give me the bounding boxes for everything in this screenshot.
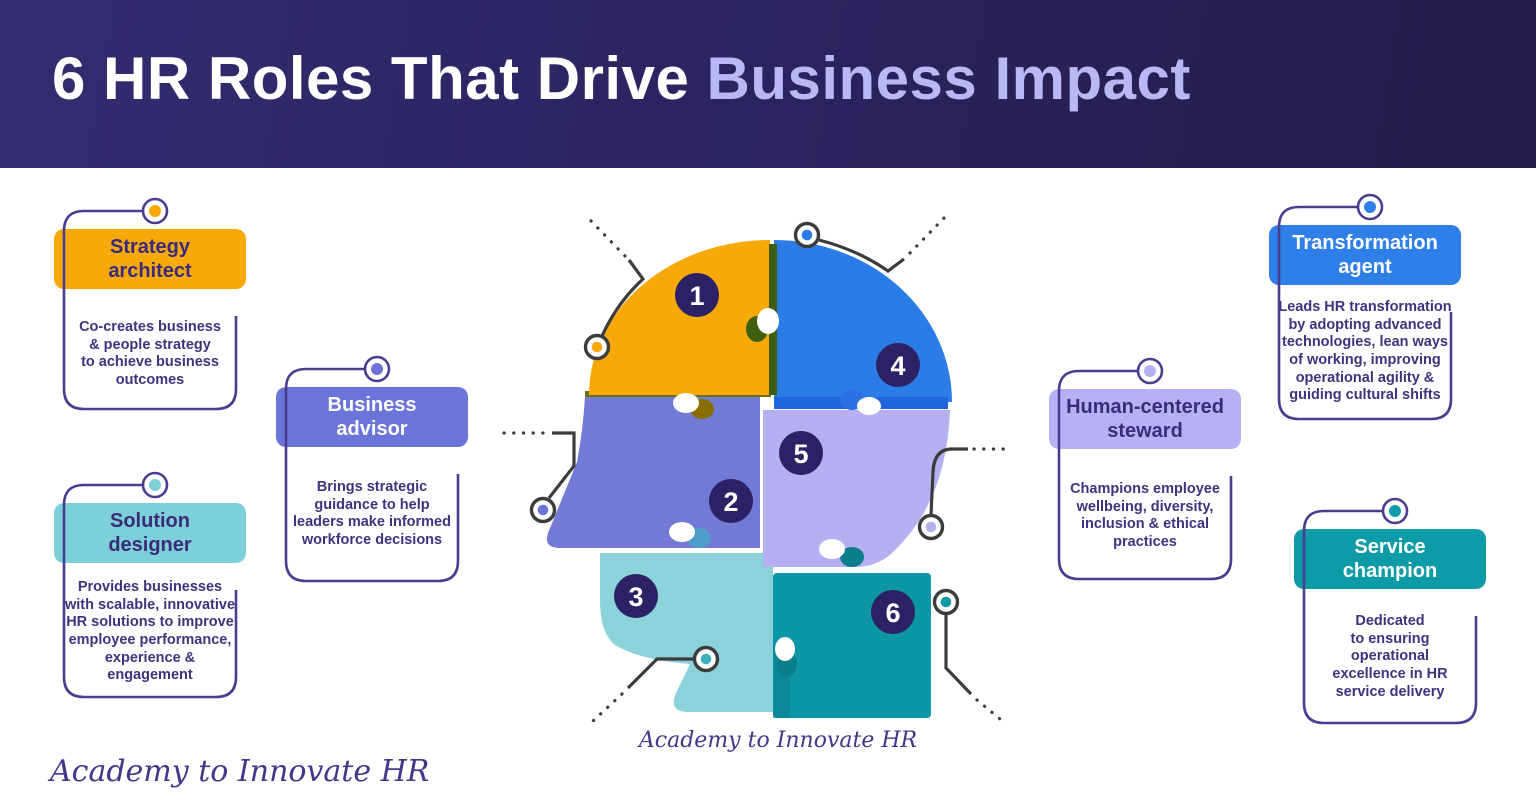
badge-number: 4 (890, 351, 905, 381)
badge-number: 1 (689, 281, 704, 311)
caption-bottom-left: Academy to Innovate HR (50, 754, 430, 789)
puzzle-piece-2 (546, 397, 760, 548)
card-title-pill: Solution designer (54, 503, 246, 563)
badge-number: 6 (885, 598, 900, 628)
badge-number: 2 (723, 487, 738, 517)
title-accent: Business Impact (706, 45, 1191, 112)
card-title-pill: Human-centered steward (1049, 389, 1241, 449)
card-solution-designer: Solution designer Provides businesses wi… (54, 465, 254, 717)
card-body-text: Brings strategic guidance to help leader… (293, 479, 451, 549)
puzzle-piece-4 (774, 240, 952, 402)
card-body-text: Provides businesses with scalable, innov… (64, 579, 236, 684)
puzzle-piece-1 (589, 240, 770, 395)
badge-number: 3 (628, 582, 643, 612)
card-body-text: Dedicated to ensuring operational excell… (1332, 613, 1448, 700)
connector-node-icons (529, 221, 960, 673)
card-strategy-architect: Strategy architect Co-creates business &… (54, 191, 254, 443)
card-title-pill: Strategy architect (54, 229, 246, 289)
header-band: 6 HR Roles That Drive Business Impact (0, 0, 1536, 168)
card-body-text: Co-creates business & people strategy to… (79, 319, 221, 389)
card-transformation-agent: Leads HR transformation by adopting adva… (1269, 187, 1469, 439)
caption-center: Academy to Innovate HR (638, 728, 918, 753)
card-body-text: Champions employee wellbeing, diversity,… (1070, 481, 1220, 551)
card-title-pill: Service champion (1294, 529, 1486, 589)
card-title-pill: Business advisor (276, 387, 468, 447)
title-main: 6 HR Roles That Drive (52, 45, 707, 112)
page-title: 6 HR Roles That Drive Business Impact (52, 44, 1191, 113)
badge-number: 5 (793, 439, 808, 469)
puzzle-number-badges: 1 2 3 4 5 6 (614, 273, 920, 634)
puzzle-tabs (669, 308, 881, 676)
card-title-pill: Transformation agent (1269, 225, 1461, 285)
card-body-text: Leads HR transformation by adopting adva… (1278, 299, 1452, 404)
puzzle-piece-6 (773, 573, 931, 718)
connector-lines (502, 215, 1012, 723)
